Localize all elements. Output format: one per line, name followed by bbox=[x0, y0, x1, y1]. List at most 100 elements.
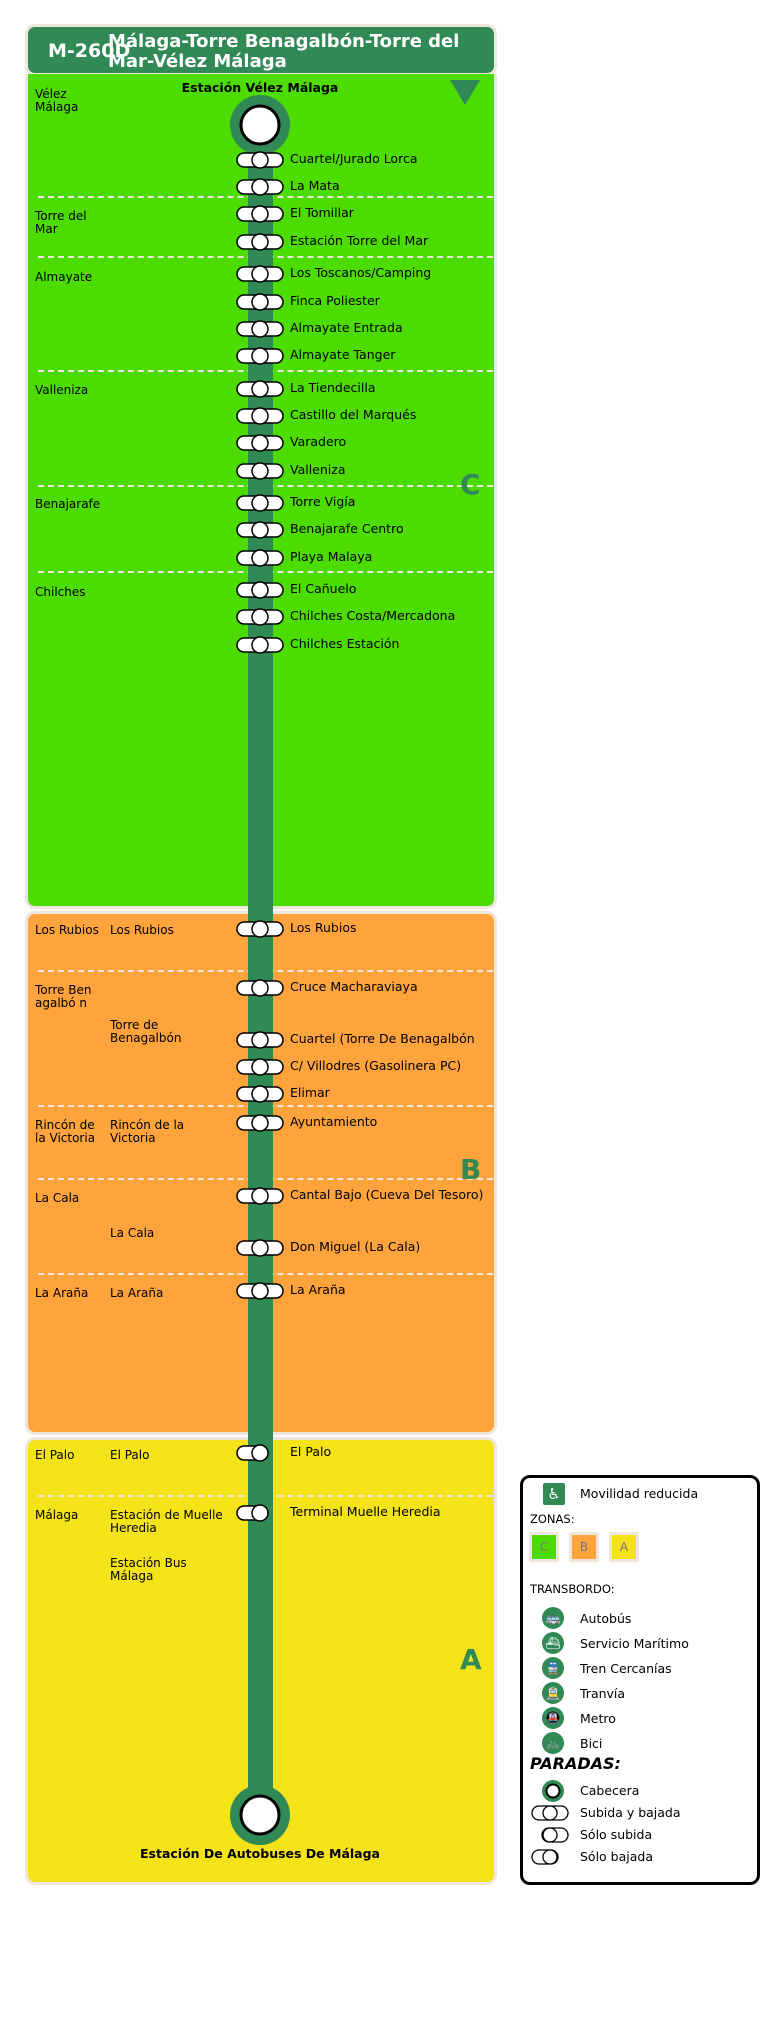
stop-marker[interactable] bbox=[235, 607, 285, 627]
cabecera-icon bbox=[542, 1780, 564, 1802]
municipality-label: El Palo bbox=[35, 1448, 75, 1462]
stop-marker[interactable] bbox=[235, 580, 285, 600]
stop-name[interactable]: Chilches Estación bbox=[290, 636, 400, 651]
locality-label: Torre de Benagalbón bbox=[110, 1018, 182, 1045]
locality-label: Estación de Muelle Heredia bbox=[110, 1508, 223, 1535]
stop-name[interactable]: Chilches Costa/Mercadona bbox=[290, 608, 456, 623]
stop-name[interactable]: Los Toscanos/Camping bbox=[290, 265, 432, 280]
stop-marker[interactable] bbox=[235, 1443, 285, 1463]
locality-label: La Araña bbox=[110, 1286, 164, 1300]
municipality-label: Los Rubios bbox=[35, 923, 99, 937]
stop-name[interactable]: Terminal Muelle Heredia bbox=[290, 1504, 441, 1519]
stop-name[interactable]: Varadero bbox=[290, 434, 347, 449]
route-code: M-260D bbox=[48, 40, 131, 62]
stop-marker[interactable] bbox=[235, 1503, 285, 1523]
stop-marker[interactable] bbox=[235, 204, 285, 224]
direction-triangle-icon bbox=[450, 80, 480, 105]
legend-transfer-item: Autobús bbox=[580, 1611, 632, 1626]
stop-name[interactable]: Cantal Bajo (Cueva Del Tesoro) bbox=[290, 1187, 484, 1202]
stop-marker[interactable] bbox=[235, 1057, 285, 1077]
wheelchair-icon: ♿ bbox=[543, 1483, 565, 1505]
stop-name[interactable]: Elimar bbox=[290, 1085, 330, 1100]
municipality-label: Málaga bbox=[35, 1508, 79, 1522]
stop-marker[interactable] bbox=[235, 379, 285, 399]
solo-bajada-icon bbox=[531, 1849, 559, 1865]
locality-label: Rincón de la Victoria bbox=[110, 1118, 185, 1145]
stop-marker[interactable] bbox=[235, 346, 285, 366]
destination-terminal-icon[interactable] bbox=[230, 1785, 290, 1845]
stop-marker[interactable] bbox=[235, 919, 285, 939]
origin-terminal-icon[interactable] bbox=[230, 95, 290, 155]
stop-name[interactable]: Los Rubios bbox=[290, 920, 357, 935]
locality-label: Los Rubios bbox=[110, 923, 174, 937]
stop-name[interactable]: Finca Poliester bbox=[290, 293, 380, 308]
stop-marker[interactable] bbox=[235, 150, 285, 170]
legend-zones-label: ZONAS: bbox=[530, 1512, 575, 1526]
stop-marker[interactable] bbox=[235, 1113, 285, 1133]
stop-name[interactable]: Castillo del Marqués bbox=[290, 407, 417, 422]
legend-zone-a: A bbox=[609, 1532, 639, 1562]
legend-transfer-item: Servicio Marítimo bbox=[580, 1636, 689, 1651]
route-line bbox=[248, 125, 273, 1815]
stop-marker[interactable] bbox=[235, 433, 285, 453]
stop-name[interactable]: Estación Torre del Mar bbox=[290, 233, 429, 248]
stop-name[interactable]: Valleniza bbox=[290, 462, 346, 477]
stop-name[interactable]: Almayate Entrada bbox=[290, 320, 403, 335]
stop-name[interactable]: La Mata bbox=[290, 178, 340, 193]
stop-name[interactable]: Don Miguel (La Cala) bbox=[290, 1239, 421, 1254]
stop-marker[interactable] bbox=[235, 1281, 285, 1301]
metro-icon: 🚇 bbox=[542, 1707, 564, 1729]
stop-name[interactable]: El Tomillar bbox=[290, 205, 354, 220]
stop-marker[interactable] bbox=[235, 264, 285, 284]
stop-marker[interactable] bbox=[235, 493, 285, 513]
stop-name[interactable]: El Palo bbox=[290, 1444, 332, 1459]
municipality-label: Chilches bbox=[35, 585, 86, 599]
bike-icon: 🚲 bbox=[542, 1732, 564, 1754]
stop-name[interactable]: Ayuntamiento bbox=[290, 1114, 378, 1129]
stop-marker[interactable] bbox=[235, 1030, 285, 1050]
stop-name[interactable]: C/ Villodres (Gasolinera PC) bbox=[290, 1058, 462, 1073]
subida-bajada-icon bbox=[531, 1805, 569, 1821]
stop-marker[interactable] bbox=[235, 1238, 285, 1258]
origin-label: Estación Vélez Málaga bbox=[181, 80, 339, 95]
route-header: M-260D Málaga-Torre Benagalbón-Torre del… bbox=[25, 24, 497, 76]
stop-marker[interactable] bbox=[235, 232, 285, 252]
legend-stop-type: Sólo bajada bbox=[580, 1849, 653, 1864]
stop-marker[interactable] bbox=[235, 978, 285, 998]
zone-letter-a: A bbox=[460, 1643, 482, 1676]
stop-marker[interactable] bbox=[235, 292, 285, 312]
route-title: Málaga-Torre Benagalbón-Torre del Mar-Vé… bbox=[108, 31, 460, 72]
stop-name[interactable]: Torre Vigía bbox=[290, 494, 356, 509]
stop-name[interactable]: Playa Malaya bbox=[290, 549, 373, 564]
stop-marker[interactable] bbox=[235, 548, 285, 568]
municipality-label: Vélez Málaga bbox=[35, 87, 79, 114]
legend-transfer-item: Bici bbox=[580, 1736, 603, 1751]
stop-name[interactable]: Benajarafe Centro bbox=[290, 521, 404, 536]
legend-accessibility: Movilidad reducida bbox=[580, 1486, 699, 1501]
municipality-label: Rincón de la Victoria bbox=[35, 1118, 96, 1145]
stop-name[interactable]: Cuartel/Jurado Lorca bbox=[290, 151, 418, 166]
stop-name[interactable]: Cuartel (Torre De Benagalbón bbox=[290, 1031, 475, 1046]
legend-transfer-label: TRANSBORDO: bbox=[530, 1582, 615, 1596]
municipality-label: La Araña bbox=[35, 1286, 89, 1300]
bus-icon: 🚌 bbox=[542, 1607, 564, 1629]
legend-stops-label: PARADAS: bbox=[530, 1754, 621, 1773]
stop-marker[interactable] bbox=[235, 520, 285, 540]
stop-marker[interactable] bbox=[235, 177, 285, 197]
stop-marker[interactable] bbox=[235, 319, 285, 339]
stop-marker[interactable] bbox=[235, 461, 285, 481]
locality-label: La Cala bbox=[110, 1226, 155, 1240]
stop-marker[interactable] bbox=[235, 635, 285, 655]
stop-name[interactable]: La Araña bbox=[290, 1282, 346, 1297]
locality-label: El Palo bbox=[110, 1448, 150, 1462]
stop-name[interactable]: Almayate Tanger bbox=[290, 347, 396, 362]
stop-name[interactable]: El Cañuelo bbox=[290, 581, 357, 596]
stop-name[interactable]: La Tiendecilla bbox=[290, 380, 376, 395]
municipality-label: Almayate bbox=[35, 270, 93, 284]
municipality-label: La Cala bbox=[35, 1191, 80, 1205]
stop-marker[interactable] bbox=[235, 1186, 285, 1206]
stop-marker[interactable] bbox=[235, 406, 285, 426]
stop-name[interactable]: Cruce Macharaviaya bbox=[290, 979, 418, 994]
stop-marker[interactable] bbox=[235, 1084, 285, 1104]
legend-zone-c: C bbox=[529, 1532, 559, 1562]
